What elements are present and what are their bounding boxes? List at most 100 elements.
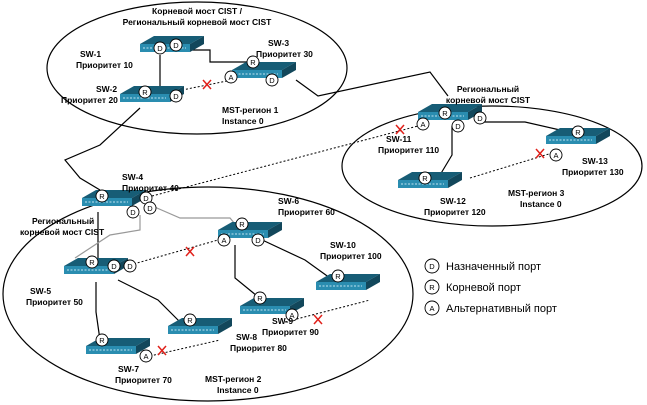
sw5-name: SW-5 xyxy=(30,286,51,296)
region-3-ellipse xyxy=(341,105,643,227)
port-markers xyxy=(85,38,585,363)
svg-text:D: D xyxy=(143,194,149,203)
region1-title-line1: Корневой мост CIST / xyxy=(152,6,243,16)
svg-text:R: R xyxy=(99,336,105,345)
svg-text:R: R xyxy=(99,192,105,201)
sw8-name: SW-8 xyxy=(236,332,257,342)
region3-root-line2: корневой мост CIST xyxy=(446,95,531,105)
sw2-name: SW-2 xyxy=(96,84,117,94)
svg-text:R: R xyxy=(239,220,245,229)
svg-text:D: D xyxy=(147,204,153,213)
link-sw3-region3 xyxy=(295,71,449,97)
svg-text:A: A xyxy=(289,311,294,320)
sw11-priority: Приоритет 110 xyxy=(378,145,439,155)
legend-a-icon: A xyxy=(429,304,434,313)
region2-root-line1: Региональный xyxy=(32,216,94,226)
sw5-priority: Приоритет 50 xyxy=(26,297,83,307)
sw3-priority: Приоритет 30 xyxy=(256,49,313,59)
links-solid xyxy=(64,49,561,341)
blocked-x-sw5-sw6 xyxy=(185,246,195,257)
sw10-priority: Приоритет 100 xyxy=(320,251,382,261)
link-sw11-sw12 xyxy=(439,126,453,176)
svg-text:R: R xyxy=(89,258,95,267)
legend-designated-label: Назначенный порт xyxy=(446,261,541,273)
svg-text:A: A xyxy=(553,151,558,160)
sw3-name: SW-3 xyxy=(268,38,289,48)
switch-sw10-icon xyxy=(315,273,381,291)
blocked-x-marks xyxy=(157,79,545,356)
blocked-x-sw2-sw3 xyxy=(202,79,212,90)
link-sw9-sw10-blocked xyxy=(284,299,371,323)
svg-text:A: A xyxy=(228,73,233,82)
region1-title-line2: Региональный корневой мост CIST xyxy=(123,17,273,27)
legend-r-icon: R xyxy=(429,283,435,292)
blocked-x-sw12-sw13 xyxy=(535,148,545,159)
region3-instance: Instance 0 xyxy=(520,199,562,209)
svg-text:D: D xyxy=(455,122,461,131)
sw11-name: SW-11 xyxy=(386,134,412,144)
region-1-ellipse xyxy=(46,1,348,135)
sw6-name: SW-6 xyxy=(278,196,299,206)
svg-text:R: R xyxy=(422,174,428,183)
region1-name: MST-регион 1 xyxy=(222,105,279,115)
svg-text:D: D xyxy=(173,41,179,50)
link-sw6-sw10 xyxy=(257,237,331,279)
svg-text:R: R xyxy=(187,316,193,325)
svg-text:R: R xyxy=(335,272,341,281)
svg-text:R: R xyxy=(142,88,148,97)
sw12-priority: Приоритет 120 xyxy=(424,207,486,217)
region3-root-line1: Региональный xyxy=(457,84,519,94)
link-sw2-sw4 xyxy=(64,107,141,191)
legend-root-label: Корневой порт xyxy=(446,282,521,294)
svg-text:A: A xyxy=(221,236,226,245)
svg-text:R: R xyxy=(257,294,263,303)
link-sw5-sw7 xyxy=(95,282,101,341)
svg-text:R: R xyxy=(575,128,581,137)
link-sw5-sw8 xyxy=(117,279,181,323)
svg-text:D: D xyxy=(130,208,136,217)
sw10-name: SW-10 xyxy=(330,240,356,250)
sw12-name: SW-12 xyxy=(440,196,466,206)
sw8-priority: Приоритет 80 xyxy=(230,343,287,353)
link-sw11-sw13 xyxy=(478,121,561,131)
region1-instance: Instance 0 xyxy=(222,116,264,126)
link-sw4-sw11-blocked xyxy=(151,125,419,197)
svg-text:A: A xyxy=(420,120,425,129)
link-sw4-sw5-grey xyxy=(74,215,141,259)
link-sw5-sw6-blocked xyxy=(129,239,219,266)
sw9-priority: Приоритет 90 xyxy=(262,327,319,337)
sw7-priority: Приоритет 70 xyxy=(115,375,172,385)
sw2-priority: Приоритет 20 xyxy=(61,95,118,105)
svg-text:D: D xyxy=(157,44,163,53)
link-sw12-sw13-blocked xyxy=(469,149,563,179)
svg-text:R: R xyxy=(442,109,448,118)
region-2-ellipse xyxy=(2,186,414,402)
svg-text:R: R xyxy=(250,58,256,67)
sw9-name: SW-9 xyxy=(272,316,293,326)
sw4-priority: Приоритет 40 xyxy=(122,183,179,193)
svg-text:D: D xyxy=(269,76,275,85)
sw4-name: SW-4 xyxy=(122,172,143,182)
svg-text:D: D xyxy=(477,114,483,123)
legend-alternate-label: Альтернативный порт xyxy=(446,303,557,315)
region2-instance: Instance 0 xyxy=(217,385,259,395)
region2-name: MST-регион 2 xyxy=(205,374,262,384)
svg-text:D: D xyxy=(127,262,133,271)
sw7-name: SW-7 xyxy=(118,364,139,374)
sw13-priority: Приоритет 130 xyxy=(562,167,624,177)
svg-text:D: D xyxy=(255,236,261,245)
region3-name: MST-регион 3 xyxy=(508,188,565,198)
sw6-priority: Приоритет 60 xyxy=(278,207,335,217)
sw1-name: SW-1 xyxy=(80,49,101,59)
svg-text:A: A xyxy=(143,352,148,361)
svg-text:D: D xyxy=(173,92,179,101)
blocked-x-sw9-sw10 xyxy=(313,314,323,325)
sw1-priority: Приоритет 10 xyxy=(76,60,133,70)
switch-sw3-icon xyxy=(231,61,297,79)
sw13-name: SW-13 xyxy=(582,156,608,166)
link-sw6-sw9 xyxy=(234,245,263,301)
region2-root-line2: корневой мост CIST xyxy=(20,227,105,237)
